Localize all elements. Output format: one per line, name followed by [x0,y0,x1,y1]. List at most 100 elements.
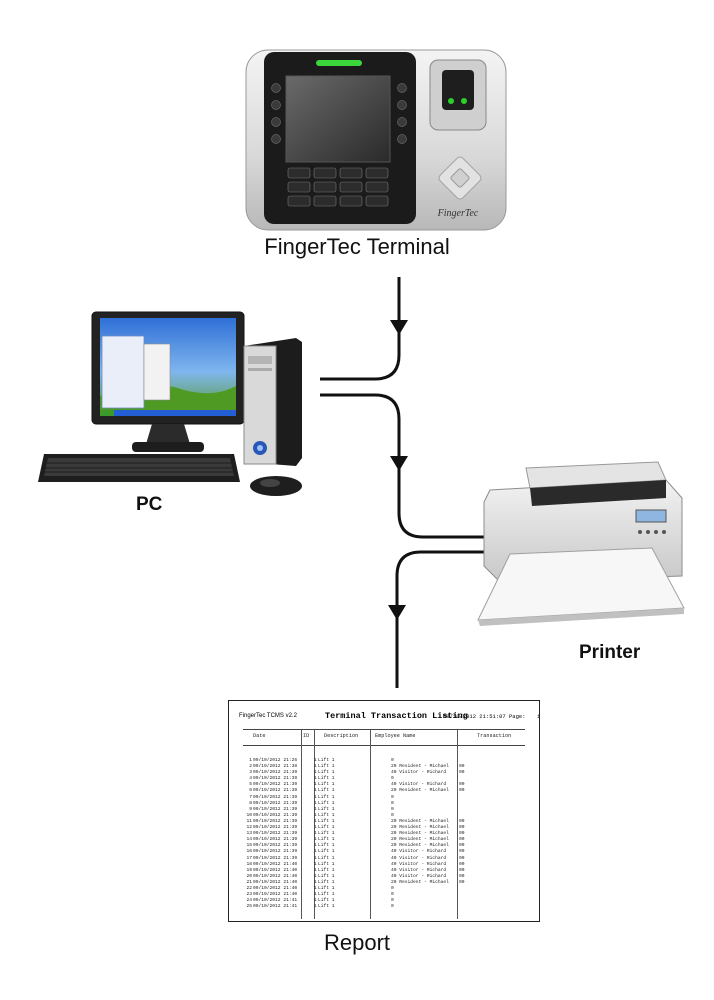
row-cell-id: 1 [314,782,317,788]
row-cell-emp: 20 Resident - Michael [391,843,449,849]
row-cell-emp: 20 Resident - Michael [391,764,449,770]
row-cell-trx: 00 [459,843,465,849]
row-cell-desc: Lift 1 [318,879,335,885]
pc-caption: PC [136,494,163,515]
pc-tower [243,338,302,466]
row-cell-desc: Lift 1 [318,867,335,873]
row-cell-id: 1 [314,867,317,873]
row-cell-no: 18 [246,861,252,867]
row-cell-date: 09/10/2012 21:38 [253,764,298,770]
row-cell-emp: 0 [391,904,394,910]
row-cell-emp: 40 Visitor - Richard [391,855,447,861]
report-rule-top [243,729,525,730]
row-cell-trx: 00 [459,782,465,788]
arrow-down-2 [390,456,408,471]
row-cell-date: 09/10/2012 21:39 [253,843,298,849]
report-rule-header [243,745,525,746]
row-cell-desc: Lift 1 [318,825,335,831]
row-cell-desc: Lift 1 [318,758,335,763]
row-cell-date: 09/10/2012 21:39 [253,770,298,776]
row-cell-date: 09/10/2012 21:39 [253,831,298,837]
row-cell-emp: 0 [391,898,394,904]
row-cell-date: 09/10/2012 21:40 [253,873,298,879]
report-column-employee: Employee Name [375,733,416,739]
terminal-caption: FingerTec Terminal [264,234,450,259]
row-cell-emp: 40 Visitor - Richard [391,873,447,879]
report-page-number: 1 [537,713,540,720]
row-cell-date: 09/10/2012 21:39 [253,818,298,824]
row-cell-date: 09/10/2012 21:39 [253,837,298,843]
row-cell-trx: 00 [459,849,465,855]
row-cell-desc: Lift 1 [318,800,335,806]
report-column-transaction: Transaction [477,733,512,739]
printer-to-report-line [395,550,500,688]
row-cell-no: 4 [249,776,252,782]
report-title: Terminal Transaction Listing [325,711,468,721]
row-cell-emp: 0 [391,892,394,898]
row-cell-trx: 00 [459,873,465,879]
row-cell-no: 21 [246,879,252,885]
row-cell-desc: Lift 1 [318,892,335,898]
row-cell-emp: 0 [391,806,394,812]
row-cell-emp: 40 Visitor - Richard [391,770,447,776]
row-cell-desc: Lift 1 [318,855,335,861]
row-cell-emp: 40 Visitor - Richard [391,867,447,873]
row-cell-emp: 20 Resident - Michael [391,831,449,837]
row-cell-id: 1 [314,837,317,843]
report-col-divider [314,729,315,919]
row-cell-emp: 40 Visitor - Richard [391,849,447,855]
row-cell-id: 1 [314,843,317,849]
row-cell-no: 25 [246,904,252,910]
row-cell-date: 09/10/2012 21:39 [253,782,298,788]
row-cell-date: 09/10/2012 21:39 [253,825,298,831]
terminal-logo: FingerTec [437,208,479,219]
row-cell-no: 22 [246,885,252,891]
row-cell-id: 1 [314,794,317,800]
row-cell-trx: 00 [459,770,465,776]
row-cell-no: 7 [249,794,252,800]
row-cell-no: 14 [246,837,252,843]
row-cell-id: 1 [314,806,317,812]
row-cell-date: 09/10/2012 21:41 [253,904,298,910]
row-cell-desc: Lift 1 [318,812,335,818]
row-cell-no: 15 [246,843,252,849]
row-cell-no: 24 [246,898,252,904]
row-cell-trx: 00 [459,867,465,873]
row-cell-date: 09/10/2012 21:26 [253,758,298,763]
row-cell-no: 10 [246,812,252,818]
row-cell-date: 09/10/2012 21:39 [253,855,298,861]
row-cell-emp: 0 [391,776,394,782]
row-cell-emp: 0 [391,758,394,763]
row-cell-date: 09/10/2012 21:39 [253,806,298,812]
row-cell-trx: 00 [459,831,465,837]
row-cell-desc: Lift 1 [318,861,335,867]
row-cell-date: 09/10/2012 21:40 [253,885,298,891]
row-cell-desc: Lift 1 [318,898,335,904]
row-cell-id: 1 [314,885,317,891]
row-cell-id: 1 [314,788,317,794]
row-cell-no: 23 [246,892,252,898]
row-cell-trx: 00 [459,788,465,794]
keyboard [38,454,240,482]
row-cell-desc: Lift 1 [318,776,335,782]
row-cell-emp: 0 [391,812,394,818]
row-cell-no: 16 [246,849,252,855]
row-cell-id: 1 [314,861,317,867]
row-cell-no: 20 [246,873,252,879]
row-cell-emp: 40 Visitor - Richard [391,861,447,867]
report-page-label: Page: [509,713,526,720]
report-col-divider [457,729,458,919]
report-caption: Report [323,930,391,955]
row-cell-no: 9 [249,806,252,812]
